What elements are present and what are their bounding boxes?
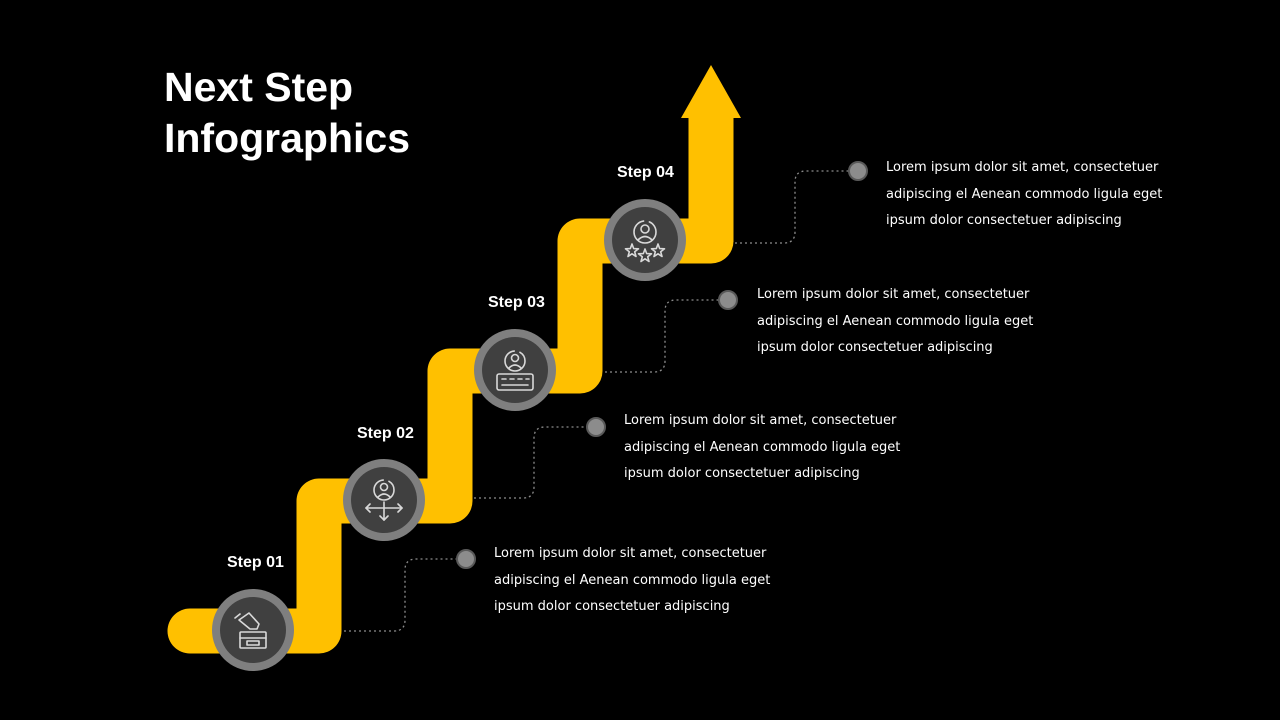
connector-line-3 [605,299,720,373]
step-02-label: Step 02 [357,425,414,442]
connector-dot-2 [586,417,606,437]
step-04-label: Step 04 [617,164,674,181]
connector-dot-3 [718,290,738,310]
step-01-desc-line-2: adipiscing el Aenean commodo ligula eget [494,572,771,588]
user-rating-stars-icon [604,199,686,281]
connector-line-2 [474,426,588,499]
step-04-desc-line-1: Lorem ipsum dolor sit amet, consectetuer [886,160,1159,175]
step-04-description: Lorem ipsum dolor sit amet, consectetuer… [886,155,1163,235]
connector-line-1 [344,558,458,632]
step-03-desc-line-3: ipsum dolor consectetuer adipiscing [757,340,993,355]
step-03-label: Step 03 [488,294,545,311]
step-02-desc-line-2: adipiscing el Aenean commodo ligula eget [624,439,901,455]
connector-dot-1 [456,549,476,569]
user-directions-icon [343,459,425,541]
user-keyboard-icon [474,329,556,411]
slide-title: Next Step Infographics [164,62,410,164]
step-02-description: Lorem ipsum dolor sit amet, consectetuer… [624,408,901,488]
step-03-desc-line-2: adipiscing el Aenean commodo ligula eget [757,313,1034,329]
connector-dot-4 [848,161,868,181]
step-01-description: Lorem ipsum dolor sit amet, consectetuer… [494,541,771,621]
step-01-desc-line-1: Lorem ipsum dolor sit amet, consectetuer [494,546,767,561]
title-line-2: Infographics [164,115,411,161]
step-03-desc-line-1: Lorem ipsum dolor sit amet, consectetuer [757,287,1030,302]
step-01-desc-line-3: ipsum dolor consectetuer adipiscing [494,599,730,614]
title-line-1: Next Step [164,64,354,110]
arrow-head [681,65,741,118]
connector-line-4 [735,170,850,244]
step-04-desc-line-2: adipiscing el Aenean commodo ligula eget [886,186,1163,202]
step-01-label: Step 01 [227,554,284,571]
arrow-shaft-top [688,112,734,242]
step-02-desc-line-3: ipsum dolor consectetuer adipiscing [624,466,860,481]
step-02-desc-line-1: Lorem ipsum dolor sit amet, consectetuer [624,413,897,428]
step-03-description: Lorem ipsum dolor sit amet, consectetuer… [757,282,1034,362]
step-04-desc-line-3: ipsum dolor consectetuer adipiscing [886,213,1122,228]
vote-ballot-icon [212,589,294,671]
